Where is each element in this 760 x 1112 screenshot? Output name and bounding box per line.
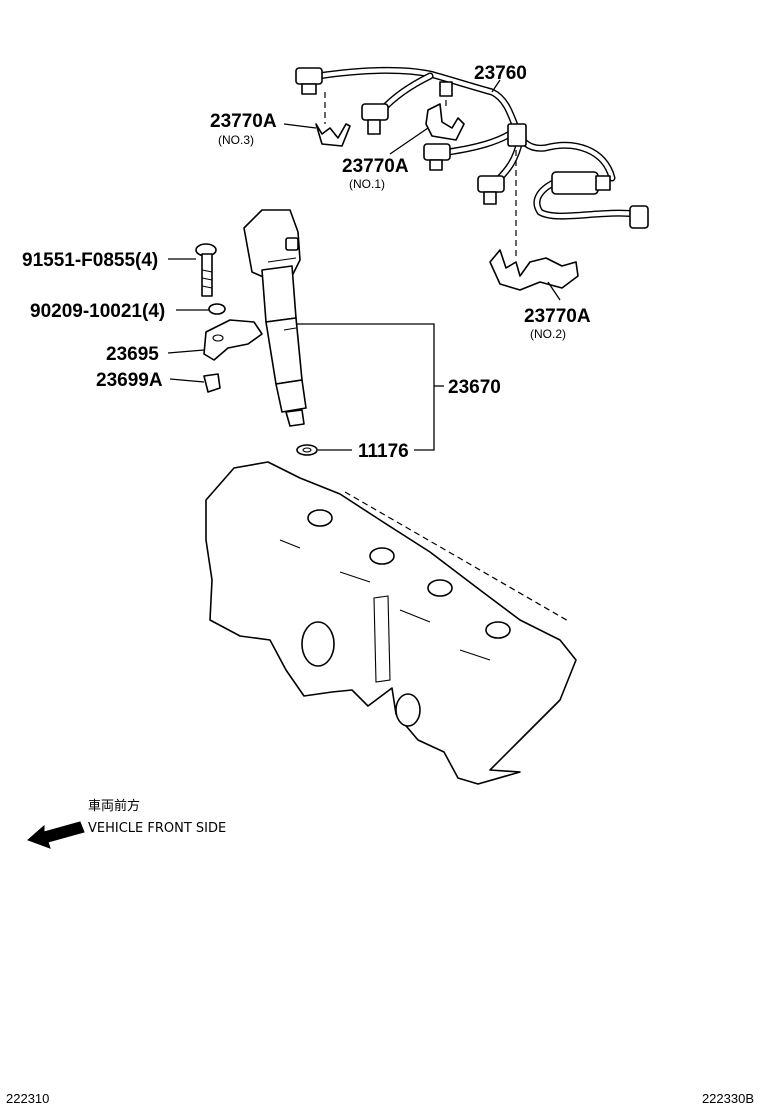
front-direction-arrow-icon: [27, 821, 85, 849]
callout-23695: 23695: [106, 344, 159, 365]
callout-23770a-no3-sub: (NO.3): [218, 133, 254, 147]
footer-left-code: 222310: [6, 1091, 49, 1106]
clamp-no2: [489, 249, 579, 291]
callout-91551: 91551-F0855(4): [22, 250, 158, 271]
cylinder-head: [205, 461, 577, 785]
callout-23699a: 23699A: [96, 370, 163, 391]
clamp-spacer: [203, 373, 221, 393]
injector-gasket: [296, 444, 318, 456]
injector-clamp: [203, 319, 263, 361]
callout-23770a-no2: 23770A: [524, 306, 591, 327]
callout-23770a-no2-sub: (NO.2): [530, 327, 566, 341]
clamp-bolt: [195, 243, 217, 297]
callout-23670: 23670: [448, 377, 501, 398]
bolt-washer: [208, 303, 226, 315]
callout-23760: 23760: [474, 63, 527, 84]
clamp-no1: [425, 103, 465, 141]
callout-23770a-no3: 23770A: [210, 111, 277, 132]
leak-off-hose-assembly: [295, 66, 649, 229]
callout-23770a-no1: 23770A: [342, 156, 409, 177]
footer-right-code: 222330B: [702, 1091, 754, 1106]
clamp-no3: [315, 123, 351, 147]
callout-11176: 11176: [358, 441, 409, 462]
fuel-injector: [243, 209, 307, 427]
direction-note-japanese: 車両前方: [88, 798, 140, 814]
callout-90209: 90209-10021(4): [30, 301, 165, 322]
callout-23770a-no1-sub: (NO.1): [349, 177, 385, 191]
direction-note-english: VEHICLE FRONT SIDE: [88, 821, 226, 836]
